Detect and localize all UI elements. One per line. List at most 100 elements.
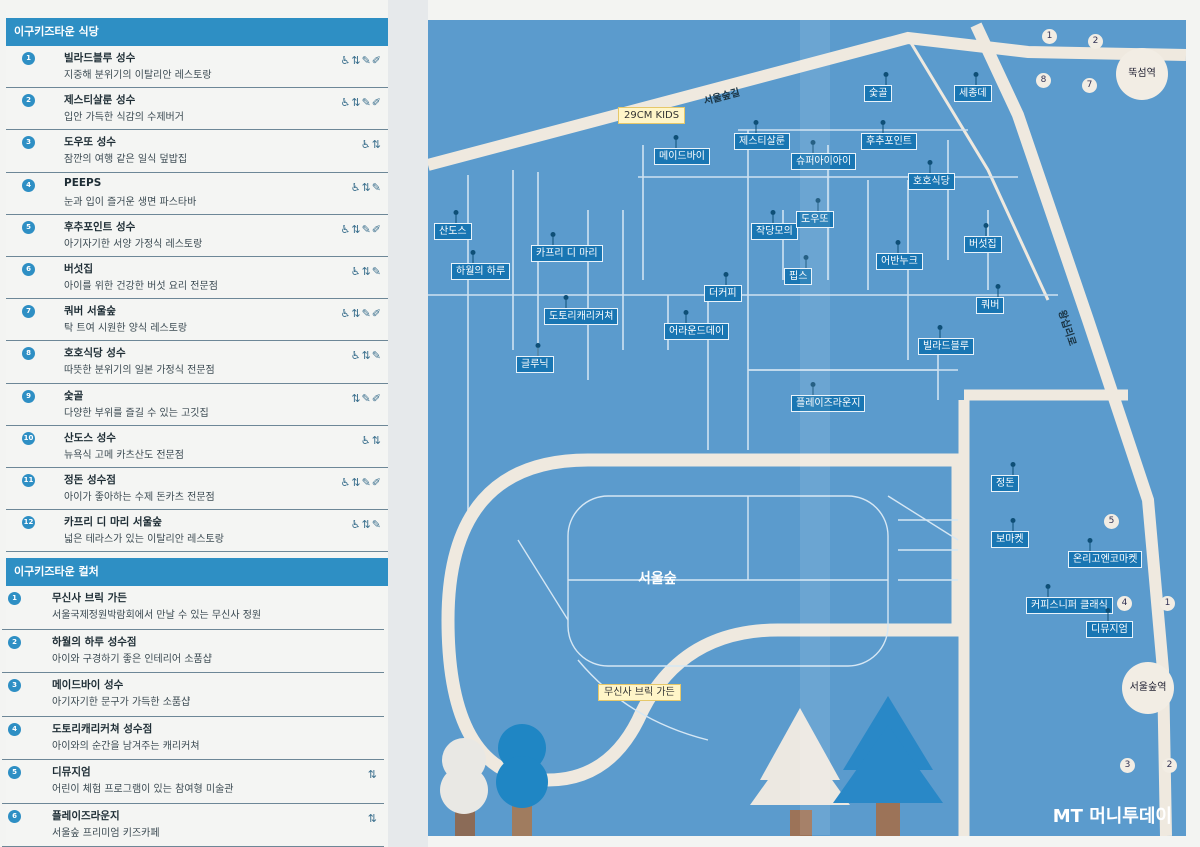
amenity-icons: ♿⇅✎: [350, 265, 382, 278]
location-pin-icon: [683, 310, 689, 324]
location-pin-icon: [453, 210, 459, 224]
place-label-supaya[interactable]: 슈퍼아이아이: [791, 153, 857, 170]
item-number: 2: [22, 94, 35, 108]
restaurant-description: 다양한 부위를 즐길 수 있는 고깃집: [64, 407, 209, 419]
culture-description: 서울국제정원박람회에서 만날 수 있는 무신사 정원: [52, 610, 262, 621]
seoulsup-station[interactable]: 서울숲역: [1122, 662, 1174, 714]
fold-crease: [800, 20, 830, 835]
item-number: 6: [8, 809, 21, 823]
amenity-icons: ♿⇅✎✐: [340, 96, 382, 110]
restaurant-description: 따뜻한 분위기의 일본 가정식 전문점: [64, 365, 215, 377]
restaurant-description: 지중해 분위기의 이탈리안 레스토랑: [64, 70, 212, 81]
amenity-icons: ⇅: [367, 811, 378, 825]
place-label-madeby[interactable]: 메이드바이: [654, 148, 710, 165]
kids29-label[interactable]: 29CM KIDS: [618, 107, 686, 124]
place-label-plays[interactable]: 플레이즈라운지: [791, 395, 866, 412]
park-paths: [517, 495, 959, 741]
location-pin-icon: [550, 232, 556, 246]
location-pin-icon: [927, 160, 933, 174]
item-number: 4: [8, 722, 21, 736]
restaurant-name: 호호식당 성수: [64, 347, 126, 360]
place-label-eobaneuk[interactable]: 어반누크: [876, 253, 923, 270]
item-number: 1: [22, 52, 35, 65]
place-label-dotori[interactable]: 도토리캐리커쳐: [544, 308, 619, 325]
item-number: 11: [22, 474, 35, 487]
location-pin-icon: [1087, 538, 1093, 552]
place-label-hucu[interactable]: 후추포인트: [861, 133, 917, 150]
restaurant-description: 탁 트여 시원한 양식 레스토랑: [64, 323, 188, 335]
restaurant-name: 산도스 성수: [64, 431, 116, 444]
restaurants-header: 이구키즈타운 식당: [6, 18, 388, 46]
exit-marker: 5: [1104, 514, 1119, 529]
culture-description: 어린이 체험 프로그램이 있는 참여형 미술관: [52, 784, 234, 795]
location-pin-icon: [535, 343, 541, 357]
place-label-villad[interactable]: 빌라드블루: [918, 338, 974, 355]
item-number: 3: [8, 679, 21, 692]
place-label-haru[interactable]: 하월의 하루: [451, 263, 511, 280]
place-label-dmuseum[interactable]: 디뮤지엄: [1086, 621, 1133, 638]
place-label-jakdang[interactable]: 작당모의: [751, 223, 798, 240]
place-label-hoho[interactable]: 호호식당: [908, 173, 955, 190]
place-label-bomarket[interactable]: 보마켓: [991, 531, 1029, 548]
place-label-coffee[interactable]: 커피스니퍼 클래식: [1026, 597, 1113, 614]
place-label-jesty[interactable]: 제스티살룬: [734, 133, 790, 150]
place-label-beoseot[interactable]: 버섯집: [964, 236, 1002, 253]
place-label-capri[interactable]: 카프리 디 마리: [531, 245, 603, 262]
place-label-kuver[interactable]: 쿼버: [976, 297, 1005, 314]
culture-header: 이구키즈타운 컬처: [6, 558, 388, 586]
amenity-icons: ♿⇅✎: [350, 518, 382, 532]
location-pin-icon: [723, 272, 729, 286]
place-label-onrigo[interactable]: 온리고엔코마켓: [1068, 551, 1143, 568]
location-pin-icon: [753, 120, 759, 134]
place-label-geulluk[interactable]: 글루닉: [516, 356, 554, 373]
place-label-dowoo[interactable]: 도우또: [796, 211, 834, 228]
culture-name: 하월의 하루 성수점: [52, 635, 137, 648]
road-side: [906, 37, 1050, 301]
place-label-peeps[interactable]: 핍스: [784, 268, 813, 285]
place-label-deoco[interactable]: 더커피: [704, 285, 742, 302]
place-label-sejongde[interactable]: 세종데: [954, 85, 992, 102]
place-label-sukgol[interactable]: 숯골: [864, 85, 893, 102]
place-label-around[interactable]: 어라운드데이: [664, 323, 730, 340]
place-label-jungdon[interactable]: 정돈: [991, 475, 1020, 492]
watermark-logo: MT 머니투데이: [1052, 806, 1172, 827]
exit-marker: 3: [1120, 758, 1135, 773]
exit-marker: 7: [1082, 78, 1097, 93]
location-pin-icon: [770, 210, 776, 224]
exit-marker: 2: [1088, 34, 1103, 49]
culture-name: 플레이즈라운지: [52, 809, 120, 822]
place-label-sandos[interactable]: 산도스: [434, 223, 472, 240]
location-pin-icon: [995, 284, 1001, 298]
restaurant-name: 도우또 성수: [64, 136, 116, 149]
restaurant-name: 제스티살룬 성수: [64, 94, 136, 107]
ttukseom-station[interactable]: 뚝섬역: [1116, 48, 1168, 100]
culture-description: 아이와의 순간을 남겨주는 캐리커쳐: [52, 740, 200, 752]
restaurant-name: 버섯집: [64, 263, 93, 275]
fold-gutter: [388, 0, 428, 847]
brick-garden-label[interactable]: 무신사 브릭 가든: [598, 684, 681, 701]
item-number: 8: [22, 347, 35, 361]
culture-name: 도토리캐리커쳐 성수점: [52, 722, 153, 735]
restaurant-description: 아기자기한 서양 가정식 레스토랑: [64, 238, 203, 250]
exit-marker: 1: [1042, 29, 1057, 44]
